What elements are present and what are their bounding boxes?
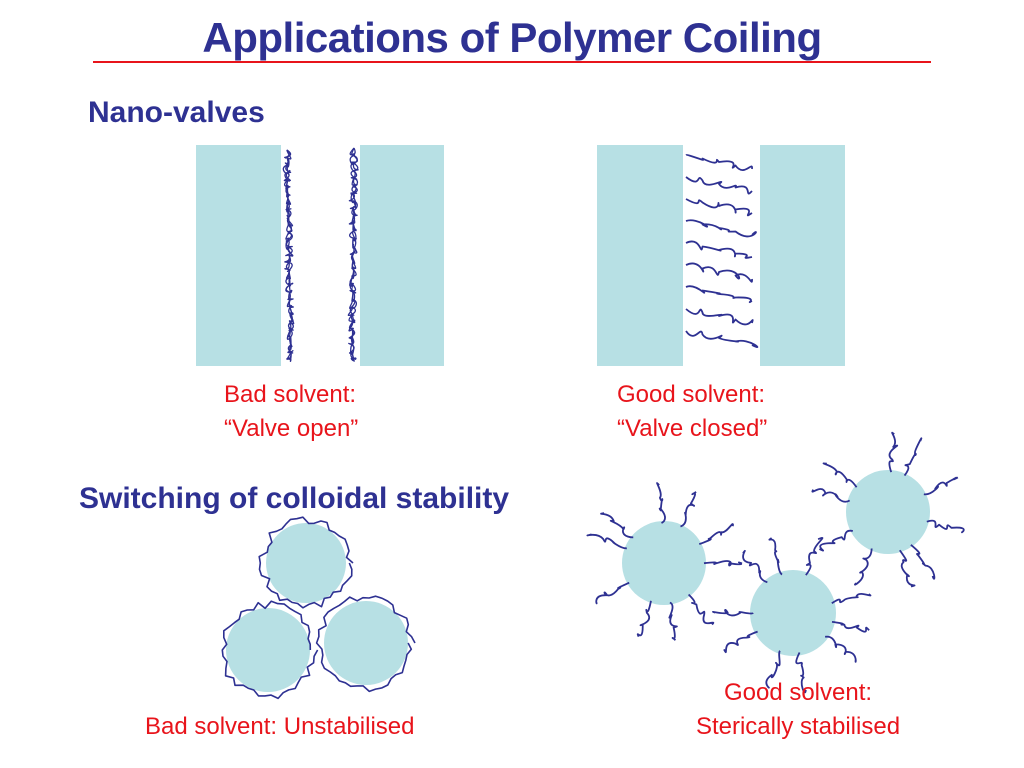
slide-title: Applications of Polymer Coiling xyxy=(202,14,822,61)
valve-closed-caption: Good solvent: “Valve closed” xyxy=(617,378,767,446)
title-underline xyxy=(93,61,931,63)
valve-open-caption-line1: Bad solvent: xyxy=(224,381,357,408)
stabilised-particle-right xyxy=(846,470,930,554)
valve-closed-right-wall xyxy=(760,145,845,366)
unstabilised-colloid-cluster xyxy=(221,516,416,700)
valve-open-diagram xyxy=(196,145,444,366)
valve-open-left-wall xyxy=(196,145,281,366)
stabilised-caption: Good solvent: Sterically stabilised xyxy=(648,676,948,744)
nano-valves-heading: Nano-valves xyxy=(88,96,265,129)
swollen-polymer-brushes xyxy=(685,154,759,349)
swollen-polymer-coronas xyxy=(586,431,965,694)
valve-closed-left-wall xyxy=(597,145,683,366)
valve-open-caption-line2: “Valve open” xyxy=(224,415,359,442)
colloid-particle-left xyxy=(226,608,310,692)
colloid-particle-top xyxy=(266,523,346,603)
collapsed-polymer-brushes xyxy=(282,147,359,362)
stabilised-colloids xyxy=(586,431,965,694)
colloidal-stability-heading: Switching of colloidal stability xyxy=(79,482,510,515)
unstabilised-caption: Bad solvent: Unstabilised xyxy=(145,713,415,740)
stabilised-particle-left xyxy=(622,521,706,605)
stabilised-caption-line2: Sterically stabilised xyxy=(695,713,901,740)
colloid-particle-right xyxy=(324,601,408,685)
valve-open-caption: Bad solvent: “Valve open” xyxy=(224,378,358,446)
valve-closed-caption-line2: “Valve closed” xyxy=(617,415,768,442)
collapsed-polymer-shells xyxy=(221,516,416,700)
valve-open-right-wall xyxy=(360,145,444,366)
stabilised-caption-line1: Good solvent: xyxy=(723,679,873,706)
valve-closed-caption-line1: Good solvent: xyxy=(617,381,766,408)
valve-closed-diagram xyxy=(597,145,845,366)
stabilised-particle-middle xyxy=(750,570,836,656)
